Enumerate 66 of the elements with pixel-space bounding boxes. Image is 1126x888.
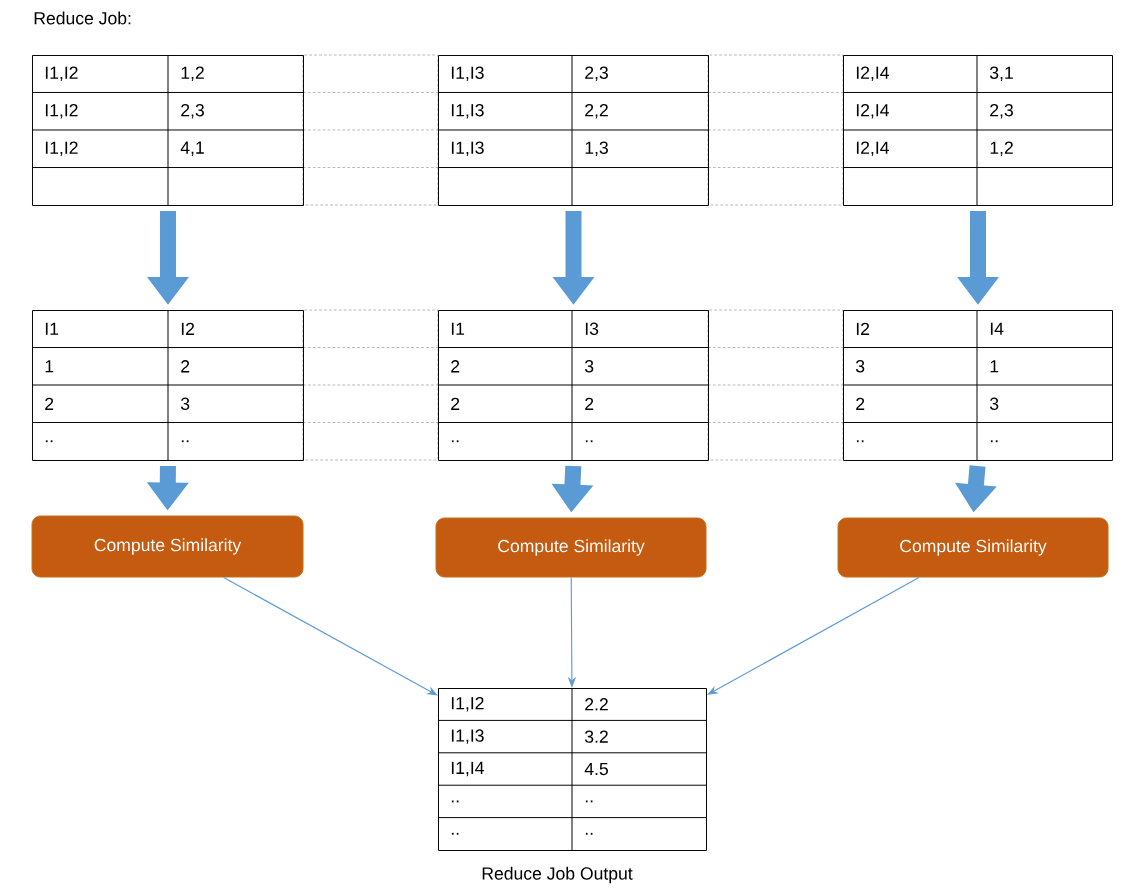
table-cell-text: 4.5 <box>584 762 608 776</box>
table-cell-text: .. <box>585 832 593 835</box>
table-cell-text: I4 <box>990 322 1004 335</box>
table-cell-text: 2,3 <box>181 104 204 119</box>
arrow <box>223 576 438 696</box>
table-cell-text: I1,I2 <box>45 104 78 119</box>
table-cell-text: .. <box>585 440 593 443</box>
table-cell-text: 2 <box>451 360 460 373</box>
table-cell-text: I2,I4 <box>856 104 889 119</box>
table-cell-text: I1,I3 <box>451 104 484 119</box>
table-cell-text: 1 <box>990 360 999 373</box>
process-box: Compute Similarity <box>837 517 1109 578</box>
table-cell-text: 2 <box>45 397 54 410</box>
table-cell-text: 1,2 <box>990 141 1013 156</box>
data-table <box>31 309 304 461</box>
table-cell-text: .. <box>451 440 459 443</box>
table-cell-text: 1,3 <box>585 141 608 156</box>
table-cell-text: 3 <box>855 360 865 373</box>
table-cell-text: I1,I2 <box>45 141 78 156</box>
table-cell-text: I1,I3 <box>451 729 484 744</box>
table-cell-text: 3 <box>989 397 999 410</box>
table-cell-text: 2,3 <box>990 104 1013 119</box>
table-cell-text: I1 <box>451 322 465 335</box>
table-cell-text: .. <box>585 800 593 803</box>
table-cell-text: 2.2 <box>585 698 608 711</box>
table-caption: Reduce Job Output <box>482 866 633 884</box>
table-cell-text: I2,I4 <box>856 141 889 156</box>
table-cell-text: 2,2 <box>585 104 608 119</box>
table-cell-text: I1,I4 <box>451 761 484 777</box>
table-cell-text: 1 <box>45 360 54 373</box>
data-table <box>437 309 709 461</box>
table-cell-text: I1 <box>45 322 59 335</box>
table-cell-text: 2,3 <box>585 66 608 81</box>
table-cell-text: 2 <box>856 397 865 410</box>
table-cell-text: .. <box>856 440 864 443</box>
table-cell-text: 3 <box>584 360 594 373</box>
table-cell-text: 2 <box>585 397 594 410</box>
data-table <box>31 54 304 206</box>
table-cell-text: 3 <box>180 397 190 410</box>
table-cell-text: I1,I3 <box>451 141 484 156</box>
table-cell-text: 4,1 <box>180 141 204 156</box>
table-cell-text: I1,I3 <box>451 66 484 81</box>
title: Reduce Job: <box>34 11 131 25</box>
table-cell-text: .. <box>451 800 459 803</box>
table-cell-text: .. <box>990 440 998 443</box>
table-cell-text: I1,I2 <box>451 696 484 712</box>
arrow <box>707 576 920 695</box>
table-cell-text: I2,I4 <box>856 66 889 81</box>
table-cell-text: 3,1 <box>989 66 1013 81</box>
table-cell-text: 1,2 <box>181 66 204 81</box>
table-cell-text: 2 <box>451 397 460 410</box>
data-table <box>437 54 709 206</box>
process-box: Compute Similarity <box>31 515 304 578</box>
process-box: Compute Similarity <box>435 517 707 578</box>
data-table <box>842 309 1113 461</box>
table-cell-text: I3 <box>585 322 599 335</box>
table-cell-text: .. <box>45 440 53 443</box>
table-cell-text: .. <box>451 832 459 835</box>
table-cell-text: .. <box>181 440 189 443</box>
table-cell-text: 2 <box>181 360 190 373</box>
data-table <box>842 54 1113 206</box>
table-cell-text: I1,I2 <box>45 66 78 81</box>
table-cell-text: 3.2 <box>584 730 608 743</box>
data-table <box>437 687 707 884</box>
table-cell-text: I2 <box>856 322 870 335</box>
table-cell-text: I2 <box>181 322 195 335</box>
